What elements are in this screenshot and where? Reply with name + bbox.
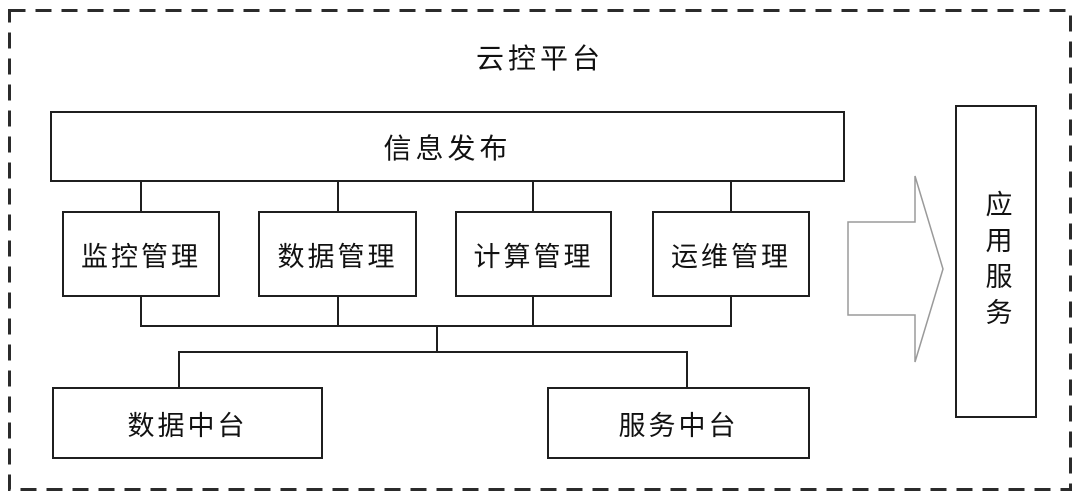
box-operations-management-label: 运维管理 (671, 241, 791, 272)
box-operations-management: 运维管理 (652, 211, 810, 297)
box-data-middle-platform-label: 数据中台 (127, 410, 248, 441)
box-application-service: 应用服务 (955, 105, 1037, 418)
box-info-release-label: 信息发布 (383, 133, 512, 165)
platform-title: 云控平台 (475, 44, 604, 75)
box-data-management-label: 数据管理 (277, 241, 398, 272)
box-computing-management-label: 计算管理 (473, 241, 594, 272)
right-block-arrow-icon (847, 175, 944, 363)
box-info-release: 信息发布 (50, 111, 845, 182)
box-monitoring-management: 监控管理 (62, 211, 220, 297)
box-data-middle-platform: 数据中台 (52, 387, 323, 459)
top-connectors (140, 181, 732, 212)
box-application-service-label: 应用服务 (981, 189, 1012, 334)
box-service-middle-platform: 服务中台 (547, 387, 810, 459)
bottom-connectors (140, 296, 732, 388)
platform-boundary-frame (8, 9, 1072, 491)
box-monitoring-management-label: 监控管理 (81, 241, 201, 272)
box-data-management: 数据管理 (258, 211, 417, 297)
box-computing-management: 计算管理 (455, 211, 612, 297)
box-service-middle-platform-label: 服务中台 (618, 410, 739, 441)
